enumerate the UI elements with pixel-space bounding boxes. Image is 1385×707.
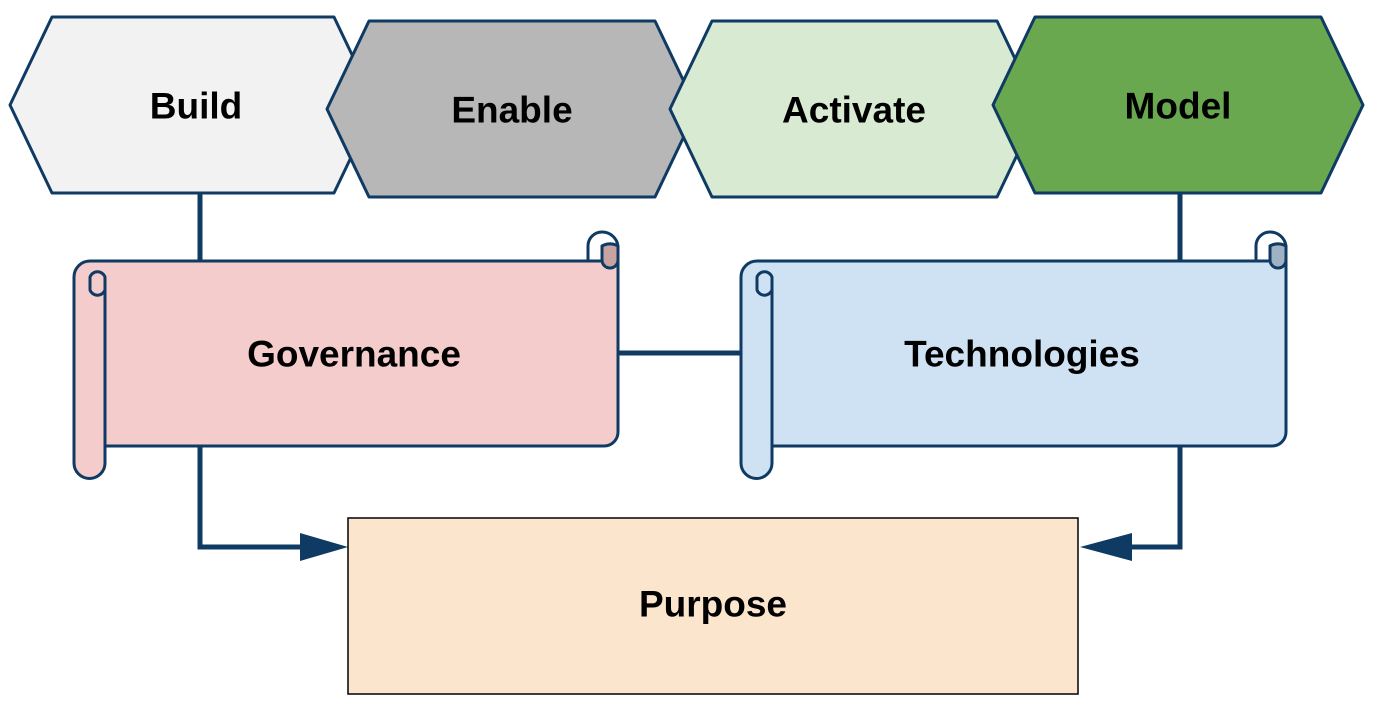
- purpose-box-shape: [347, 517, 1079, 695]
- technologies-to-purpose-connector: [1125, 447, 1183, 550]
- governance-scroll-left-roll: [88, 270, 107, 446]
- technologies-scroll-left-roll: [755, 270, 774, 446]
- stage-activate-shape: [668, 19, 1041, 199]
- technologies-scroll-top-curl: [1268, 242, 1288, 270]
- stage-build[interactable]: Build: [8, 15, 378, 195]
- stage-activate-label: Activate: [782, 90, 926, 131]
- stage-model-shape: [991, 15, 1365, 195]
- governance-scroll[interactable]: Governance: [72, 230, 620, 480]
- stage-model-label: Model: [1125, 86, 1232, 127]
- technologies-arrowhead: [1080, 533, 1132, 561]
- purpose-box[interactable]: Purpose: [347, 517, 1079, 695]
- governance-arrowhead: [300, 533, 348, 561]
- stage-enable-label: Enable: [451, 90, 572, 131]
- stage-model[interactable]: Model: [991, 15, 1365, 195]
- stage-build-shape: [8, 15, 378, 195]
- governance-scroll-top-curl: [600, 242, 620, 270]
- technologies-scroll-top-curl-edge: [1254, 230, 1288, 261]
- stage-enable-shape: [325, 19, 699, 199]
- governance-label: Governance: [247, 334, 461, 375]
- governance-scroll-top-curl-edge: [586, 230, 620, 261]
- technologies-scroll[interactable]: Technologies: [739, 230, 1288, 480]
- stage-activate[interactable]: Activate: [668, 19, 1041, 199]
- stage-enable[interactable]: Enable: [325, 19, 699, 199]
- connectors: [197, 193, 1183, 561]
- technologies-label: Technologies: [904, 334, 1140, 375]
- purpose-label: Purpose: [639, 584, 787, 625]
- stage-build-label: Build: [150, 86, 242, 127]
- governance-to-purpose-connector: [197, 447, 305, 550]
